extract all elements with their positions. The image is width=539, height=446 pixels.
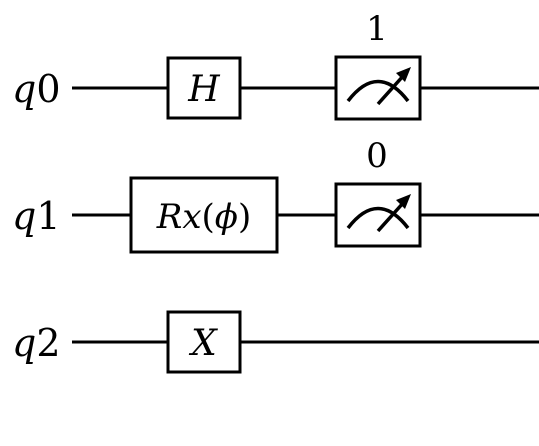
hadamard-gate[interactable]: H bbox=[166, 56, 242, 120]
pauli-x-gate-label: X bbox=[188, 323, 218, 364]
rx-gate-label: Rx(ϕ) bbox=[156, 197, 252, 237]
qubit-label-q0: q0 bbox=[12, 67, 61, 111]
qubit-label-q2: q2 bbox=[12, 321, 61, 365]
measure-q1[interactable] bbox=[334, 182, 422, 248]
rx-gate[interactable]: Rx(ϕ) bbox=[129, 176, 279, 254]
qubit-label-q1: q1 bbox=[12, 194, 61, 238]
measure-q1-result: 0 bbox=[366, 136, 388, 176]
meter-icon bbox=[346, 67, 411, 106]
measure-q0[interactable] bbox=[334, 55, 422, 121]
pauli-x-gate[interactable]: X bbox=[166, 310, 242, 374]
meter-icon bbox=[346, 194, 411, 233]
measure-q0-result: 1 bbox=[366, 9, 388, 49]
hadamard-gate-label: H bbox=[187, 69, 220, 110]
